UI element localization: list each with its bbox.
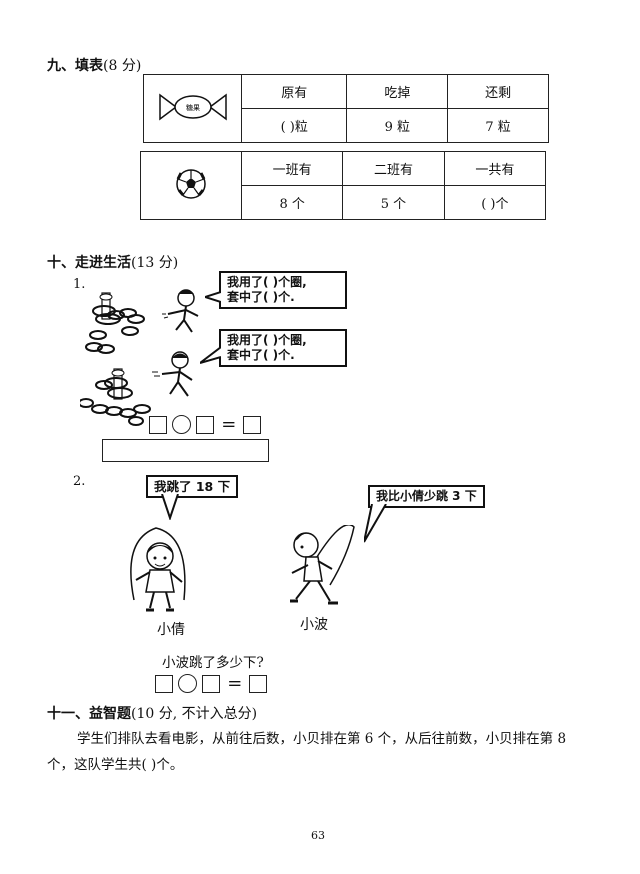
candy-icon: 糖果 [158,93,227,120]
operator-circle[interactable] [178,674,198,693]
bubble2-tail [200,346,221,364]
section9-title: 九、填表 [47,58,103,74]
bubble1-line2: 套中了( )个. [227,290,295,304]
blank-box[interactable] [196,415,215,434]
girl-name-label: 小倩 [157,622,185,638]
candy-wrapper-text: 糖果 [186,103,200,112]
ball-table: 一班有 二班有 一共有 8 个 5 个 ( )个 [140,151,547,220]
t2-value-total[interactable]: ( )个 [443,185,547,220]
section9-heading: 九、填表(8 分) [47,55,141,75]
section11-line1: 学生们排队去看电影，从前往后数，小贝排在第 6 个，从后往前数，小贝排在第 8 [77,731,567,747]
speech-bubble-2: 我用了( )个圈, 套中了( )个. [219,329,347,367]
blank-box[interactable] [149,415,167,434]
t2-value-class2: 5 个 [342,185,445,220]
bubble2-line1: 我用了( )个圈, [227,333,307,347]
bubble4-tail [364,504,387,543]
page-number: 63 [311,829,325,842]
bubble1-line1: 我用了( )个圈, [227,275,307,289]
girl-jump-rope-figure [130,527,186,612]
section10-title: 十、走进生活 [47,255,131,271]
section11-problem: 学生们排队去看电影，从前往后数，小贝排在第 6 个，从后往前数，小贝排在第 8 … [47,726,622,778]
boy-name-label: 小波 [300,617,328,633]
bubble2-line2: 套中了( )个. [227,348,295,362]
speech-bubble-3: 我跳了 18 下 [146,475,239,498]
t1-value-left: 7 粒 [447,108,549,143]
equals-sign: = [221,414,237,435]
bubble3-tail [161,494,179,520]
bubble1-tail [205,291,221,303]
answer-box[interactable] [243,415,262,434]
t2-value-class1: 8 个 [240,185,344,220]
section11-line2: 个，这队学生共( )个。 [47,757,184,773]
section11-points: (10 分, 不计入总分) [131,706,258,722]
answer-box[interactable] [249,674,268,693]
q1-number: 1. [73,277,86,292]
section11-heading: 十一、益智题(10 分, 不计入总分) [47,703,257,723]
girl-throwing-figure [162,289,199,333]
boy-jump-rope-figure [290,525,355,605]
equation-row-2: = [155,673,268,694]
operator-circle[interactable] [172,415,192,434]
q2-question-text: 小波跳了多少下? [162,655,264,671]
candy-picture-cell: 糖果 [143,74,242,143]
blank-box[interactable] [155,674,173,693]
t1-header-original: 原有 [240,74,348,109]
soccer-ball-icon [176,168,206,199]
section10-heading: 十、走进生活(13 分) [47,252,178,272]
ball-picture-cell [140,151,242,220]
answer-line-box[interactable] [102,439,269,462]
blank-box[interactable] [202,674,221,693]
boy-throwing-figure [152,351,193,397]
section11-title: 十一、益智题 [47,706,131,722]
section10-points: (13 分) [131,255,179,271]
q2-number: 2. [73,474,86,489]
t1-value-eaten: 9 粒 [346,108,449,143]
section9-points: (8 分) [103,58,142,74]
t2-header-class1: 一班有 [240,151,344,186]
candy-table: 糖果 原有 吃掉 还剩 ( )粒 9 粒 7 粒 [143,74,549,143]
t1-value-original[interactable]: ( )粒 [240,108,348,143]
speech-bubble-1: 我用了( )个圈, 套中了( )个. [219,271,347,309]
equation-row-1: = [149,414,262,435]
t1-header-left: 还剩 [447,74,549,109]
t1-header-eaten: 吃掉 [346,74,449,109]
t2-header-total: 一共有 [443,151,547,186]
t2-header-class2: 二班有 [342,151,445,186]
speech-bubble-4: 我比小倩少跳 3 下 [368,485,485,508]
ring-toss-illustration [80,292,151,426]
equals-sign: = [227,673,243,694]
